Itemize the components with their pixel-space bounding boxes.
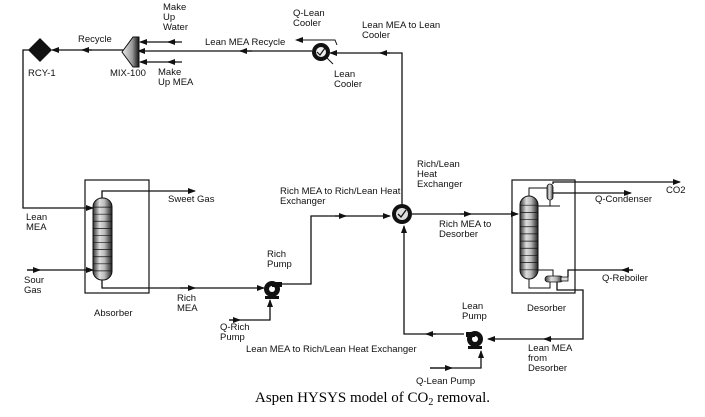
label-rich-pump-1: Rich xyxy=(267,249,286,260)
label-make-up-water-2: Up xyxy=(163,12,175,23)
label-make-up-mea-1: Make xyxy=(158,67,181,78)
label-lean-mea-2: MEA xyxy=(26,222,47,233)
rich-pump-section xyxy=(229,213,391,323)
stream-line-q-reboiler[interactable] xyxy=(567,269,633,277)
stream-line-q-lean-cooler[interactable] xyxy=(295,37,338,46)
stream-line-sweet-gas[interactable] xyxy=(101,188,196,198)
condenser-unit[interactable] xyxy=(546,183,554,201)
label-recycle: Recycle xyxy=(78,34,112,45)
top-recycle-loop xyxy=(22,36,403,211)
label-lean-cooler-2: Cooler xyxy=(334,79,362,90)
label-lean-mea-recycle: Lean MEA Recycle xyxy=(205,37,285,48)
absorber-boundary xyxy=(84,179,150,294)
label-sour-gas-2: Gas xyxy=(24,285,42,296)
label-q-condenser: Q-Condenser xyxy=(595,194,652,205)
label-rich-mea-to-desorber-2: Desorber xyxy=(439,229,478,240)
label-lean-mea-from-desorber-1: Lean MEA xyxy=(528,343,573,354)
label-lean-mea-from-desorber-3: Desorber xyxy=(528,363,567,374)
label-rich-mea-to-hx-1: Rich MEA to Rich/Lean Heat xyxy=(280,186,401,197)
lean-pump-unit[interactable] xyxy=(466,331,483,349)
label-q-lean-pump: Q-Lean Pump xyxy=(416,376,475,387)
caption-subscript: 2 xyxy=(428,397,433,408)
labels: RCY-1 MIX-100 Recycle Make Up Water Make… xyxy=(24,2,686,408)
label-sweet-gas: Sweet Gas xyxy=(168,194,215,205)
label-lean-mea-to-lean-cooler-2: Cooler xyxy=(362,30,390,41)
label-co2: CO2 xyxy=(666,185,686,196)
label-mix-100: MIX-100 xyxy=(110,68,146,79)
stream-line-q-rich-pump[interactable] xyxy=(229,299,273,321)
desorber-boundary xyxy=(511,179,576,294)
label-rich-mea-2: MEA xyxy=(177,303,198,314)
label-lean-pump-1: Lean xyxy=(462,301,483,312)
heat-exchanger-section xyxy=(392,204,519,337)
desorber-section xyxy=(487,179,681,342)
label-make-up-mea-2: Up MEA xyxy=(158,77,194,88)
label-q-lean-cooler-2: Cooler xyxy=(293,18,321,29)
absorber-column[interactable] xyxy=(92,197,113,281)
label-rich-mea-to-hx-2: Exchanger xyxy=(280,196,325,207)
label-rich-mea-1: Rich xyxy=(177,293,196,304)
caption-prefix: Aspen HYSYS model of CO xyxy=(255,390,429,406)
label-lean-mea-to-hx: Lean MEA to Rich/Lean Heat Exchanger xyxy=(246,344,417,355)
rich-pump-unit[interactable] xyxy=(264,281,282,299)
stream-line-lean-mea-to-lean-cooler[interactable] xyxy=(329,50,403,210)
mix-100-mixer[interactable] xyxy=(121,36,140,68)
label-heat-exchanger-2: Heat xyxy=(417,169,437,180)
label-q-lean-cooler-1: Q-Lean xyxy=(293,8,325,19)
rich-lean-heat-exchanger-unit[interactable] xyxy=(392,204,412,224)
reboiler-unit[interactable] xyxy=(544,275,569,283)
label-make-up-water-3: Water xyxy=(163,22,188,33)
stream-line-rich-mea[interactable] xyxy=(101,280,265,291)
label-heat-exchanger-1: Rich/Lean xyxy=(417,159,460,170)
caption-suffix: removal. xyxy=(433,390,490,406)
label-lean-mea-from-desorber-2: from xyxy=(528,353,547,364)
lean-cooler-unit[interactable] xyxy=(312,43,334,65)
label-rcy-1: RCY-1 xyxy=(28,68,56,79)
label-make-up-water-1: Make xyxy=(163,2,186,13)
figure-caption: Aspen HYSYS model of CO2 removal. xyxy=(255,390,490,408)
label-heat-exchanger-3: Exchanger xyxy=(417,179,462,190)
label-lean-cooler-1: Lean xyxy=(334,69,355,80)
label-lean-pump-2: Pump xyxy=(462,311,487,322)
lean-pump-section xyxy=(430,331,484,371)
label-desorber: Desorber xyxy=(527,303,566,314)
label-rich-mea-to-desorber-1: Rich MEA to xyxy=(439,219,491,230)
stream-line-q-lean-pump[interactable] xyxy=(430,350,484,369)
desorber-column[interactable] xyxy=(519,195,539,280)
label-lean-mea-to-lean-cooler-1: Lean MEA to Lean xyxy=(362,20,440,31)
stream-line-co2[interactable] xyxy=(552,179,681,185)
absorber-section xyxy=(27,179,265,294)
label-rich-pump-2: Pump xyxy=(267,259,292,270)
label-q-reboiler: Q-Reboiler xyxy=(602,273,648,284)
stream-line-rich-pump-outlet[interactable] xyxy=(282,213,391,285)
label-absorber: Absorber xyxy=(94,308,133,319)
rcy-1-recycle-block[interactable] xyxy=(28,38,52,62)
stream-line-lean-mea-to-hx[interactable] xyxy=(401,225,464,335)
label-lean-mea-1: Lean xyxy=(26,212,47,223)
label-sour-gas-1: Sour xyxy=(24,275,44,286)
label-q-rich-pump-1: Q-Rich xyxy=(220,322,250,333)
label-q-rich-pump-2: Pump xyxy=(220,332,245,343)
